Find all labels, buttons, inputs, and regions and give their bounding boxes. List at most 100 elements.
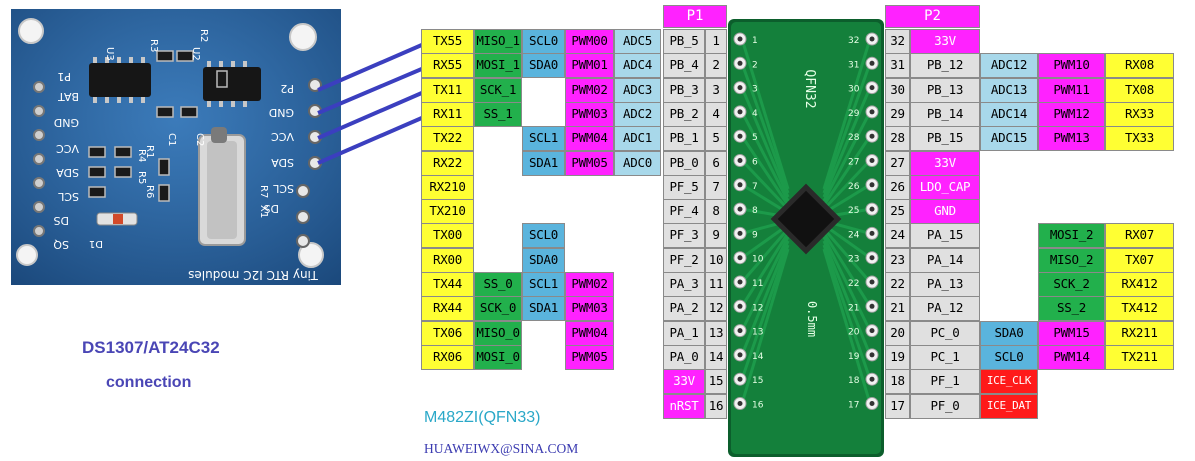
- right-pin-cell: 20: [885, 320, 910, 346]
- left-pin-cell: ADC5: [614, 29, 661, 54]
- left-pin-cell: PWM04: [565, 126, 614, 152]
- svg-text:VCC: VCC: [56, 142, 79, 155]
- right-pin-cell: 31: [885, 53, 910, 79]
- author-email: HUAWEIWX@SINA.COM: [424, 441, 579, 456]
- board-number-right: 25: [848, 206, 859, 216]
- right-pin-cell: MOSI_2: [1038, 223, 1105, 249]
- left-pin-cell: SDA0: [522, 53, 565, 79]
- rtc-module-photo: Tiny RTC I2C modules P2 GND VCC SDA SCL …: [11, 9, 341, 285]
- board-number-left: 3: [752, 85, 758, 95]
- svg-text:Tiny RTC I2C modules: Tiny RTC I2C modules: [188, 268, 319, 282]
- right-pin-cell: SDA0: [980, 320, 1038, 346]
- right-pin-cell: SCL0: [980, 344, 1038, 370]
- left-pin-cell: PB_2: [663, 101, 705, 127]
- left-pin-cell: 6: [705, 150, 727, 176]
- right-pin-cell: PC_1: [910, 344, 980, 370]
- svg-text:SCL: SCL: [272, 182, 294, 195]
- right-pin-cell: LDO_CAP: [910, 174, 980, 200]
- left-pin-cell: SS_0: [474, 272, 522, 297]
- right-pin-cell: PF_0: [910, 393, 980, 419]
- left-pin-cell: 1: [705, 29, 727, 54]
- right-pin-cell: 22: [885, 272, 910, 297]
- left-pin-cell: RX06: [421, 344, 474, 370]
- right-pin-cell: RX211: [1105, 320, 1174, 346]
- board-number-right: 17: [848, 401, 859, 411]
- left-pin-cell: PB_4: [663, 53, 705, 79]
- left-pin-cell: ADC0: [614, 150, 661, 176]
- board-number-right: 31: [848, 60, 859, 70]
- left-pin-cell: TX00: [421, 223, 474, 249]
- left-pin-cell: TX11: [421, 77, 474, 103]
- right-pin-cell: 23: [885, 247, 910, 273]
- board-number-left: 5: [752, 133, 758, 143]
- board-number-right: 22: [848, 279, 859, 289]
- left-pin-cell: RX55: [421, 53, 474, 79]
- left-pin-cell: PB_5: [663, 29, 705, 54]
- right-pin-cell: PA_14: [910, 247, 980, 273]
- right-pin-cell: PF_1: [910, 369, 980, 395]
- right-pin-cell: 28: [885, 126, 910, 152]
- board-number-right: 23: [848, 255, 859, 265]
- board-number-left: 11: [752, 279, 763, 289]
- right-pin-cell: RX412: [1105, 272, 1174, 297]
- left-pin-cell: ADC4: [614, 53, 661, 79]
- left-pin-cell: PWM04: [565, 320, 614, 346]
- svg-text:P2: P2: [280, 82, 294, 95]
- connection-caption: connection: [106, 374, 192, 391]
- left-pin-cell: 5: [705, 126, 727, 152]
- board-number-left: 7: [752, 182, 758, 192]
- svg-text:D1: D1: [89, 238, 103, 249]
- module-title: DS1307/AT24C32: [82, 338, 220, 357]
- left-pin-cell: PA_3: [663, 272, 705, 297]
- left-pin-cell: PWM02: [565, 77, 614, 103]
- left-pin-cell: 7: [705, 174, 727, 200]
- svg-text:SDA: SDA: [56, 166, 79, 179]
- board-number-left: 10: [752, 255, 764, 265]
- left-pin-cell: MOSI_0: [474, 344, 522, 370]
- left-pin-cell: PB_0: [663, 150, 705, 176]
- right-pin-cell: PWM15: [1038, 320, 1105, 346]
- right-pin-cell: 17: [885, 393, 910, 419]
- svg-text:R2: R2: [198, 29, 209, 42]
- svg-text:R7: R7: [258, 185, 269, 198]
- right-pin-cell: PA_15: [910, 223, 980, 249]
- left-pin-cell: SCL0: [522, 29, 565, 54]
- wire-scl: [317, 115, 425, 165]
- board-number-left: 15: [752, 376, 763, 386]
- right-pin-cell: 19: [885, 344, 910, 370]
- right-pin-cell: ADC14: [980, 101, 1038, 127]
- right-pin-cell: PB_12: [910, 53, 980, 79]
- right-pin-cell: 27: [885, 150, 910, 176]
- left-pin-cell: PB_3: [663, 77, 705, 103]
- board-number-left: 16: [752, 401, 764, 411]
- left-pin-cell: PWM02: [565, 272, 614, 297]
- svg-text:SQ: SQ: [53, 238, 69, 251]
- right-pin-cell: PB_15: [910, 126, 980, 152]
- left-pin-cell: PB_1: [663, 126, 705, 152]
- board-number-right: 32: [848, 36, 859, 46]
- board-number-left: 6: [752, 158, 758, 168]
- right-pin-cell: RX08: [1105, 53, 1174, 79]
- left-pin-cell: SCL1: [522, 126, 565, 152]
- left-pin-cell: PF_4: [663, 199, 705, 225]
- right-pin-cell: PWM11: [1038, 77, 1105, 103]
- left-pin-cell: nRST: [663, 393, 705, 419]
- left-pin-cell: PWM03: [565, 296, 614, 322]
- right-pin-cell: 33V: [910, 150, 980, 176]
- right-pin-cell: PA_13: [910, 272, 980, 297]
- left-pin-cell: TX210: [421, 199, 474, 225]
- right-pin-cell: SS_2: [1038, 296, 1105, 322]
- right-pin-cell: 32: [885, 29, 910, 54]
- right-pin-cell: 30: [885, 77, 910, 103]
- right-pin-cell: PB_14: [910, 101, 980, 127]
- svg-text:R4: R4: [136, 149, 147, 162]
- left-pin-cell: 2: [705, 53, 727, 79]
- left-pin-cell: 9: [705, 223, 727, 249]
- svg-text:VCC: VCC: [271, 130, 294, 143]
- left-pin-cell: RX00: [421, 247, 474, 273]
- svg-text:R1: R1: [144, 145, 155, 158]
- board-number-right: 30: [848, 85, 860, 95]
- right-pin-cell: PB_13: [910, 77, 980, 103]
- left-pin-cell: SDA1: [522, 150, 565, 176]
- left-pin-cell: 16: [705, 393, 727, 419]
